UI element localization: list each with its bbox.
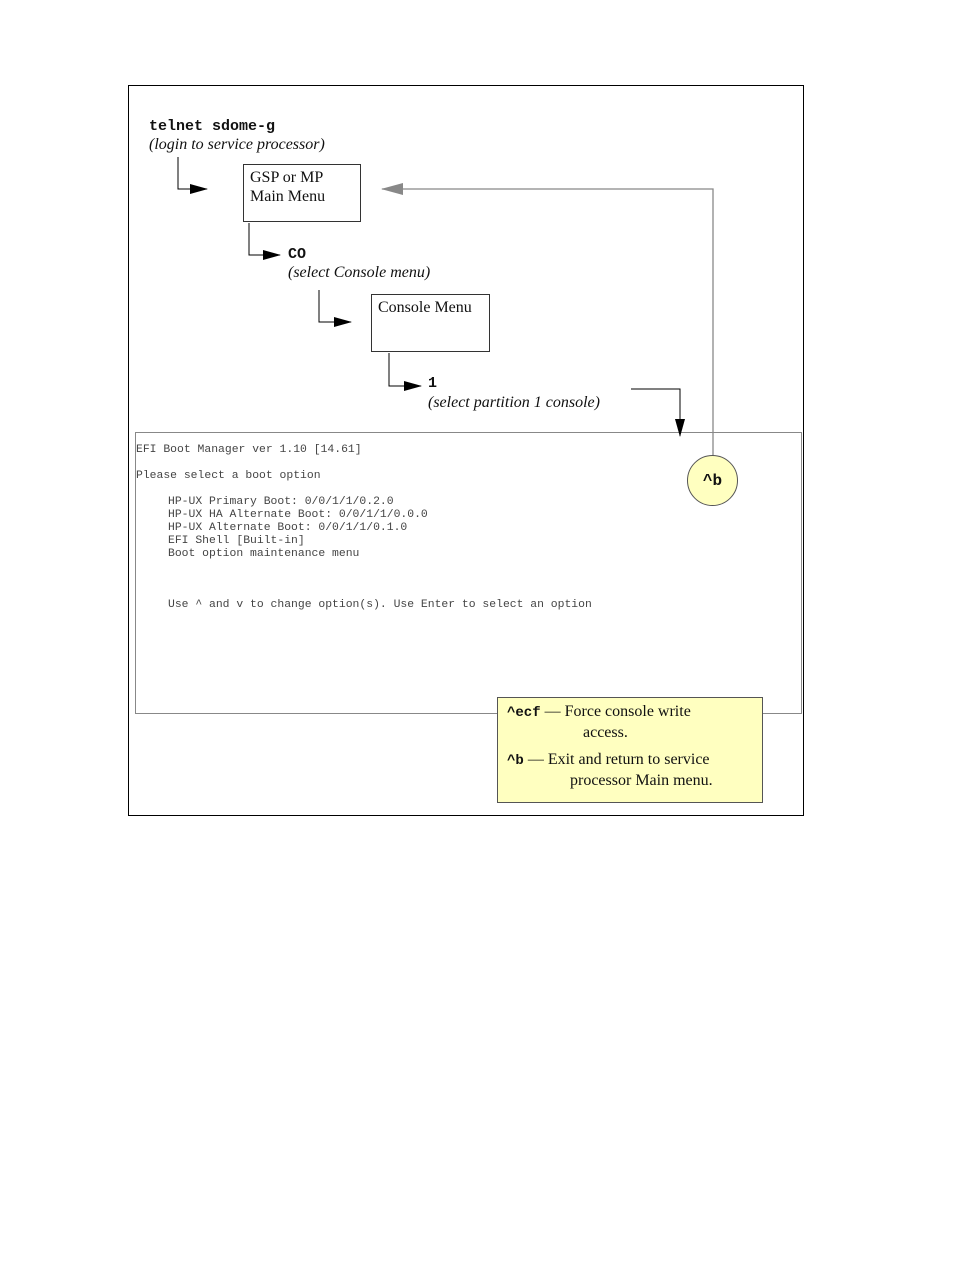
arrow-main-menu-to-co: [248, 223, 281, 260]
efi-prompt: Please select a boot option: [136, 470, 321, 482]
efi-title: EFI Boot Manager ver 1.10 [14.61]: [136, 444, 362, 456]
co-command: CO: [288, 246, 307, 263]
efi-boot-option: HP-UX HA Alternate Boot: 0/0/1/1/0.0.0: [168, 509, 428, 521]
arrow-co-to-console-menu: [318, 290, 352, 327]
legend-ecf-key: ^ecf: [507, 705, 541, 721]
efi-boot-option: HP-UX Primary Boot: 0/0/1/1/0.2.0: [168, 496, 394, 508]
partition-note: (select partition 1 console): [428, 394, 600, 411]
arrow-login-to-main-menu: [177, 157, 208, 194]
arrow-partition-to-efi: [631, 388, 685, 437]
legend-ecf-entry: ^ecf — Force console write access.: [507, 702, 691, 742]
efi-boot-option: HP-UX Alternate Boot: 0/0/1/1/0.1.0: [168, 522, 408, 534]
legend-ecf-text: — Force console write: [540, 703, 691, 720]
console-menu-label: Console Menu: [378, 299, 472, 316]
legend-b-text: — Exit and return to service: [523, 751, 710, 768]
main-menu-line1: GSP or MP: [250, 169, 324, 186]
legend-b-key: ^b: [507, 753, 524, 769]
co-note: (select Console menu): [288, 264, 431, 281]
partition-command: 1: [428, 375, 438, 392]
efi-boot-option: EFI Shell [Built-in]: [168, 535, 305, 547]
arrow-return-to-main-menu: [381, 183, 714, 456]
efi-help-text: Use ^ and v to change option(s). Use Ent…: [168, 599, 592, 611]
diagram-frame: [128, 85, 804, 816]
break-key-circle: ^b: [687, 455, 738, 506]
telnet-command: telnet sdome-g: [149, 118, 276, 135]
legend-ecf-cont: access.: [583, 724, 628, 741]
arrow-console-menu-to-partition: [388, 353, 422, 391]
key-legend: ^ecf — Force console write access. ^b — …: [497, 697, 763, 803]
main-menu-box: GSP or MP Main Menu: [243, 164, 361, 222]
legend-b-entry: ^b — Exit and return to service processo…: [507, 750, 713, 790]
break-key-label: ^b: [702, 471, 723, 490]
console-menu-box: Console Menu: [371, 294, 490, 352]
efi-console-screen: EFI Boot Manager ver 1.10 [14.61] Please…: [135, 432, 802, 714]
efi-boot-option: Boot option maintenance menu: [168, 548, 360, 560]
telnet-note: (login to service processor): [149, 136, 325, 153]
legend-b-cont: processor Main menu.: [570, 772, 713, 789]
main-menu-line2: Main Menu: [250, 188, 326, 205]
